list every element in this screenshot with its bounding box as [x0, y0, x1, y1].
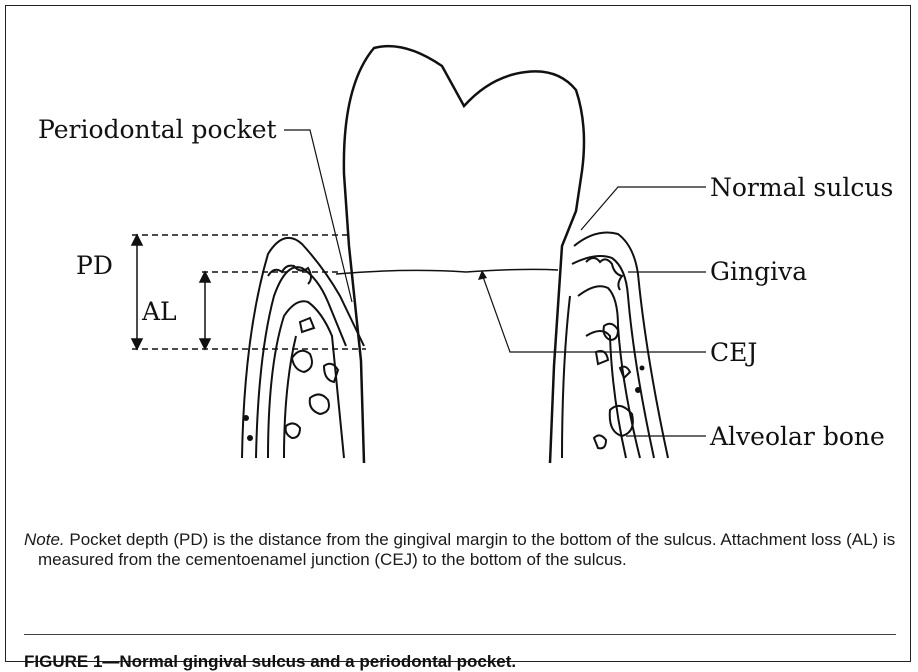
figure-caption: FIGURE 1—Normal gingival sulcus and a pe…: [24, 652, 516, 672]
periodontal-pocket-leader: [284, 130, 352, 302]
cej-line: [336, 269, 558, 274]
label-periodontal-pocket: Periodontal pocket: [38, 115, 277, 144]
caption-divider: [24, 634, 896, 635]
bone-trabecula: [300, 318, 314, 332]
label-al: AL: [141, 297, 177, 326]
label-alveolar-bone: Alveolar bone: [709, 422, 885, 451]
bone-pore: [635, 387, 641, 393]
bone-pore: [640, 366, 645, 371]
label-normal-sulcus: Normal sulcus: [710, 173, 893, 202]
note-text: Pocket depth (PD) is the distance from t…: [38, 530, 895, 569]
right-gingiva-outline: [574, 233, 668, 459]
left-bone-outline-1: [256, 267, 346, 458]
label-cej: CEJ: [710, 338, 757, 367]
figure-note: Note. Pocket depth (PD) is the distance …: [24, 530, 904, 570]
bone-trabecula: [292, 351, 312, 372]
label-pd: PD: [76, 251, 113, 280]
left-bone-outline-2: [268, 301, 344, 458]
bone-pore: [243, 415, 249, 421]
bone-trabecula: [594, 435, 606, 448]
bone-trabecula: [286, 423, 300, 438]
al-arrow-head-bottom: [200, 339, 210, 349]
tooth-outline: [344, 46, 584, 463]
bone-trabecula: [596, 351, 608, 364]
tooth-diagram: Periodontal pocket Normal sulcus PD AL G…: [6, 6, 912, 526]
bone-pore: [247, 435, 253, 441]
right-root-inner: [562, 296, 570, 458]
pd-arrow-head-top: [132, 235, 142, 245]
cej-leader: [482, 274, 706, 352]
pd-arrow-head-bottom: [132, 339, 142, 349]
note-prefix: Note.: [24, 530, 65, 549]
normal-sulcus-leader: [581, 187, 706, 230]
bone-trabecula: [310, 394, 329, 414]
al-arrow-head-top: [200, 272, 210, 282]
label-gingiva: Gingiva: [710, 257, 807, 286]
left-crest: [268, 266, 311, 284]
